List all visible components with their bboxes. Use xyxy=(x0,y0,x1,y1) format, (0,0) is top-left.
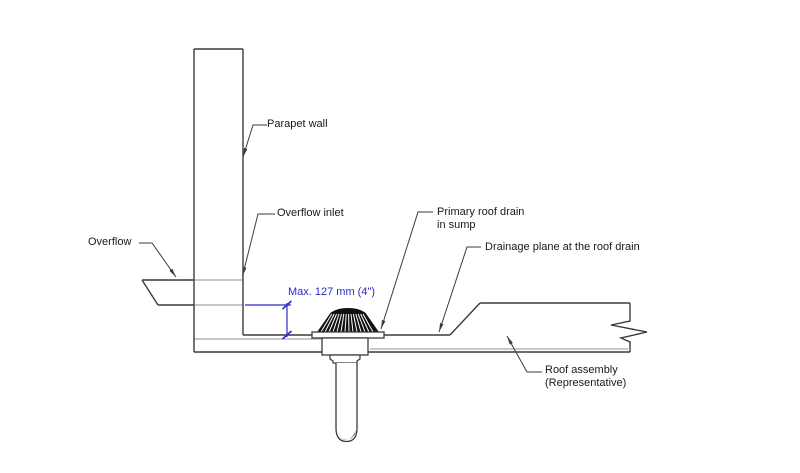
roof-assembly-outline xyxy=(194,302,648,353)
drainage-plane-label: Drainage plane at the roof drain xyxy=(485,241,640,253)
drainage-plane-leader xyxy=(438,246,481,333)
roof-assembly-leader xyxy=(506,335,542,373)
roof-drain xyxy=(311,307,385,443)
leader-lines xyxy=(139,124,542,373)
overflow-scupper xyxy=(141,279,194,306)
primary-roof-drain-label-line2: in sump xyxy=(437,219,476,231)
parapet-wall-outline xyxy=(193,48,244,352)
overflow-inlet-leader xyxy=(242,213,275,277)
overflow-leader xyxy=(139,242,177,278)
primary-roof-drain-label-line1: Primary roof drain xyxy=(437,206,525,218)
roof-assembly-label-line1: Roof assembly xyxy=(545,364,618,376)
dimension-tick-top xyxy=(281,300,293,310)
roof-assembly-label-line2: (Representative) xyxy=(545,377,627,389)
drain-dome-ribs xyxy=(320,313,374,333)
parapet-wall-label: Parapet wall xyxy=(267,118,328,130)
drain-outlet-adapter xyxy=(329,354,361,364)
drain-bowl xyxy=(321,337,369,356)
drain-flange xyxy=(311,331,385,339)
primary-roof-drain-leader xyxy=(380,211,433,330)
sump-slope xyxy=(449,302,481,336)
dimension-tick-bottom xyxy=(281,330,293,340)
primary-roof-drain-label: Primary roof drain in sump xyxy=(437,206,524,232)
drain-pipe xyxy=(335,363,358,443)
roof-assembly-label: Roof assembly (Representative) xyxy=(545,364,626,390)
max-dimension-label: Max. 127 mm (4") xyxy=(288,286,376,298)
max-127mm-dimension xyxy=(245,300,293,340)
overflow-inlet-label: Overflow inlet xyxy=(277,207,344,219)
hidden-lines xyxy=(194,279,628,350)
scupper-slant xyxy=(141,279,159,306)
parapet-wall-leader xyxy=(242,124,267,158)
overflow-label: Overflow xyxy=(88,236,132,248)
break-line xyxy=(610,303,648,352)
drain-pipe-cut-shading xyxy=(339,430,356,440)
